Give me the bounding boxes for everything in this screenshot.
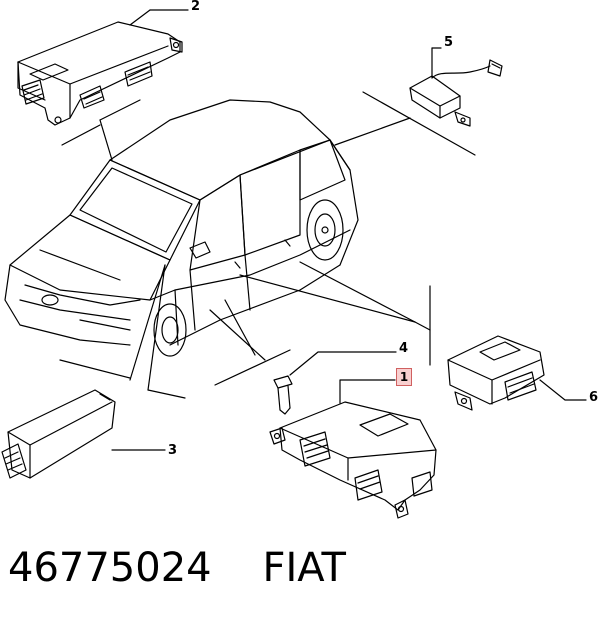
part-number: 46775024 (8, 545, 212, 591)
part-caption: 46775024 FIAT (8, 548, 346, 588)
callout-label-2: 2 (191, 0, 201, 14)
callout-label-3: 3 (168, 443, 178, 458)
module-1-control-unit (269, 401, 437, 519)
leader-1 (339, 379, 396, 404)
module-2-control-unit (17, 21, 183, 126)
car-illustration (4, 99, 359, 357)
leader-6 (539, 379, 587, 401)
car-leader-lines (59, 91, 476, 399)
callout-label-4: 4 (399, 341, 409, 356)
callout-label-1-highlighted: 1 (396, 368, 412, 386)
bolt-4 (273, 375, 293, 415)
module-3-control-unit (1, 389, 116, 479)
leader-4 (289, 351, 397, 376)
callout-label-5: 5 (444, 35, 454, 50)
module-5-sensor (409, 59, 503, 127)
callout-label-6: 6 (589, 390, 599, 405)
module-6-control-unit (447, 335, 545, 411)
brand-name: FIAT (262, 545, 346, 591)
